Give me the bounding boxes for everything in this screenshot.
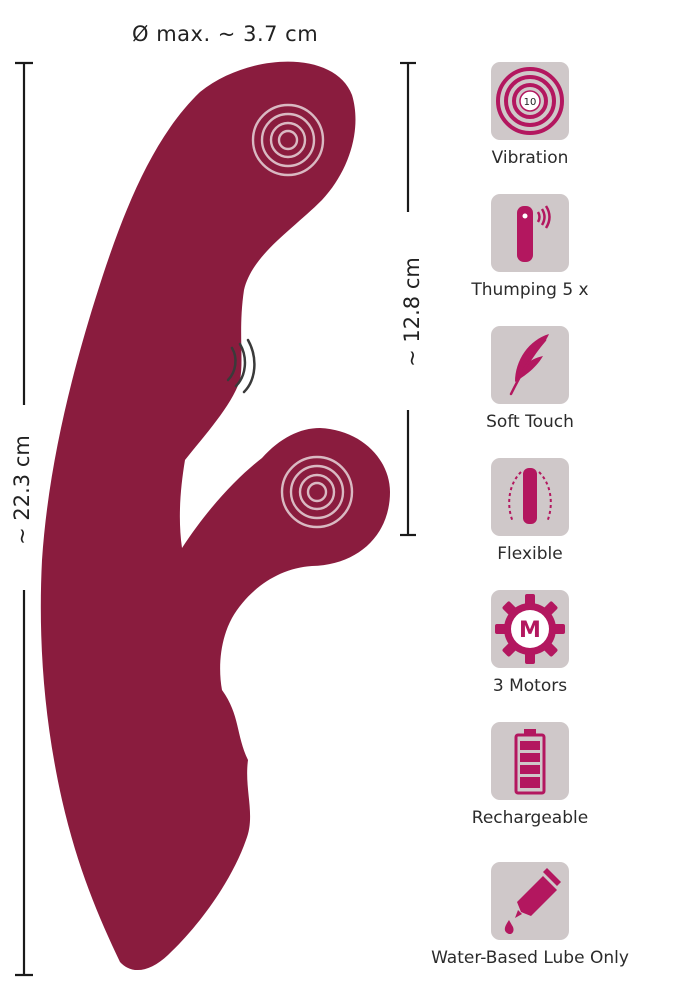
flexible-icon — [508, 468, 552, 524]
lube-tile — [491, 862, 569, 940]
feature-label-thumping: Thumping 5 x — [471, 280, 589, 300]
feature-label-motors: 3 Motors — [492, 676, 568, 696]
feature-label-flexible: Flexible — [497, 544, 563, 564]
battery-icon — [514, 729, 546, 795]
feature-label-rechargeable: Rechargeable — [471, 808, 589, 828]
feature-flexible: Flexible — [420, 458, 640, 564]
feature-lube: Water-Based Lube Only — [410, 862, 650, 968]
feature-vibration: 10 Vibration — [420, 62, 640, 168]
thumping-motion-marks — [226, 338, 256, 394]
vibration-icon: 10 — [496, 67, 564, 135]
vibrator-body — [40, 61, 390, 971]
motor-ring-top — [251, 103, 325, 177]
total-length-line — [15, 61, 33, 977]
soft-touch-tile — [491, 326, 569, 404]
feature-label-lube: Water-Based Lube Only — [431, 948, 629, 968]
diameter-label: Ø max. ~ 3.7 cm — [132, 22, 319, 46]
motor-badge: M — [519, 618, 541, 643]
vibration-tile: 10 — [491, 62, 569, 140]
insertable-length-line — [400, 61, 416, 537]
thumping-tile — [491, 194, 569, 272]
vibration-badge: 10 — [524, 97, 537, 108]
feature-rechargeable: Rechargeable — [420, 722, 640, 828]
rechargeable-tile — [491, 722, 569, 800]
motor-ring-arm — [280, 455, 354, 529]
feature-label-vibration: Vibration — [491, 148, 569, 168]
feature-soft-touch: Soft Touch — [420, 326, 640, 432]
lube-tube-icon — [504, 868, 561, 935]
thumping-icon — [517, 205, 551, 262]
total-length-label: ~ 22.3 cm — [10, 435, 34, 545]
flexible-tile — [491, 458, 569, 536]
feature-label-soft-touch: Soft Touch — [486, 412, 574, 432]
feather-icon — [509, 334, 549, 396]
feature-thumping: Thumping 5 x — [420, 194, 640, 300]
motor-gear-icon: M — [495, 594, 565, 664]
feature-motors: M 3 Motors — [420, 590, 640, 696]
motors-tile: M — [491, 590, 569, 668]
